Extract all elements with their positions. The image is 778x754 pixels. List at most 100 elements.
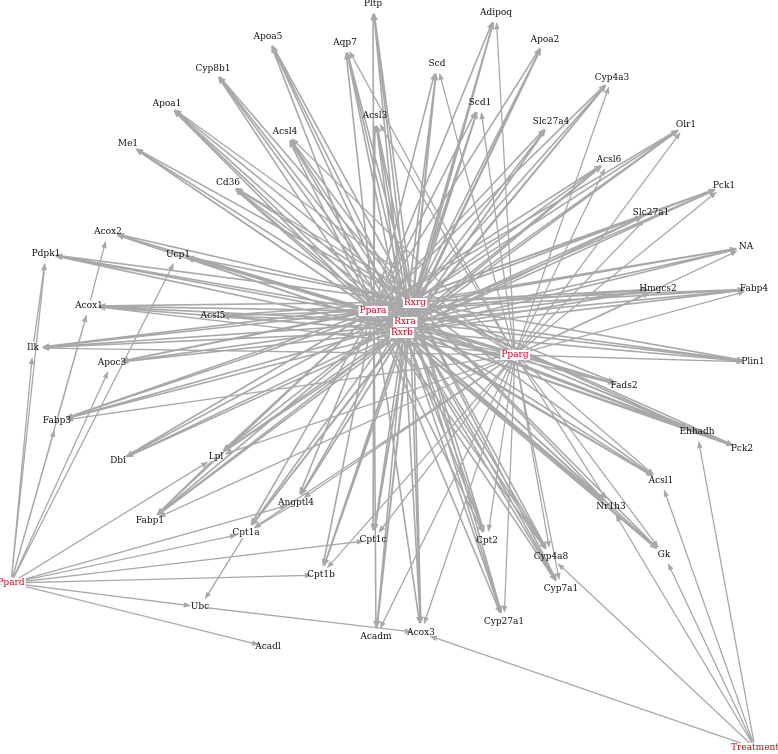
edge-rxrg-fabp3 [65, 303, 408, 419]
node-scd: Scd [429, 59, 446, 69]
edge-rxrb-na [409, 248, 737, 331]
edge-pparg-plin1 [520, 354, 744, 365]
edge-rxrg-apoa1 [174, 109, 409, 299]
node-label: Dbi [110, 456, 126, 466]
edge-pparg-acsl3 [379, 123, 513, 351]
node-nr1h3: Nr1h3 [596, 502, 626, 512]
edge-rxra-acsl1 [414, 324, 654, 477]
node-ubc: Ubc [191, 602, 209, 612]
edge-ppard-lpl [15, 461, 209, 581]
node-acadm: Acadm [359, 632, 392, 642]
edge-ilk-pdpk1 [33, 263, 47, 343]
node-label: Apoa2 [530, 35, 560, 45]
edge-rxrb-apoa5 [271, 45, 403, 326]
edge-rxrg-acsl4 [290, 139, 411, 298]
edge-rxra-cd36 [235, 188, 406, 320]
edge-ppara-aqp7 [343, 52, 375, 306]
edge-rxrb-acsl5 [222, 314, 399, 332]
node-pck1: Pck1 [713, 181, 735, 191]
node-label: Cyp27a1 [484, 617, 524, 627]
node-cyp7a1: Cyp7a1 [544, 584, 579, 594]
edge-treatment-cyp4a8 [557, 563, 752, 745]
node-label: Cpt2 [476, 536, 498, 546]
edge-ppara-scd [374, 73, 436, 306]
node-apoa2: Apoa2 [530, 35, 560, 45]
node-fabp3: Fabp3 [43, 416, 72, 426]
node-label: Cyp4a3 [595, 73, 630, 83]
node-rxra: Rxra [393, 317, 418, 327]
edge-rxrg-ucp1 [187, 255, 408, 302]
edge-rxrb-cyp8b1 [218, 76, 402, 327]
edge-pparg-acadm [379, 360, 513, 629]
edge-rxrb-adipoq [404, 21, 495, 326]
node-pck2: Pck2 [731, 444, 753, 454]
node-label: Pparg [501, 350, 528, 360]
node-acsl4: Acsl4 [272, 127, 298, 137]
node-adipoq: Adipoq [479, 8, 512, 18]
node-cpt1a: Cpt1a [232, 528, 260, 538]
node-aqp7: Aqp7 [332, 38, 357, 48]
edge-rxrb-hmgcs2 [409, 288, 649, 331]
edge-rxrb-plin1 [409, 330, 744, 364]
edge-rxrb-angptl4 [300, 335, 402, 496]
edge-pparg-nr1h3 [517, 359, 607, 500]
edge-ppara-cyp27a1 [375, 316, 501, 614]
edge-pparg-acox3 [423, 360, 514, 625]
edge-rxrb-fabp1 [157, 333, 400, 516]
node-cpt2: Cpt2 [476, 536, 498, 546]
node-label-bg [730, 743, 778, 753]
node-label: Ilk [27, 343, 39, 353]
edge-rxrb-pltp [371, 13, 405, 326]
edge-pparg-cyp4a3 [516, 86, 610, 350]
node-label: Cyp8b1 [196, 64, 231, 74]
node-label: Hmgcs2 [639, 284, 677, 294]
node-pparg: Pparg [500, 350, 530, 360]
node-acsl5: Acsl5 [200, 311, 226, 321]
node-label: Olr1 [676, 120, 696, 130]
edge-ppara-acsl5 [222, 310, 369, 319]
edge-rxrb-cpt1c [372, 336, 404, 531]
edge-rxrg-plin1 [418, 302, 744, 362]
edge-pparg-fabp4 [520, 290, 746, 355]
node-cyp4a3: Cyp4a3 [595, 73, 630, 83]
node-label-bg [500, 350, 530, 360]
node-label: Angptl4 [277, 498, 314, 508]
edge-rxrb-acsl3 [374, 125, 404, 326]
edge-rxra-cyp4a8 [412, 326, 547, 550]
node-label: Nr1h3 [596, 502, 626, 512]
edge-rxrg-na [418, 246, 737, 302]
node-label: Treatment [731, 743, 778, 753]
edge-rxrg-slc27a4 [416, 129, 546, 298]
node-label: Fabp3 [43, 416, 72, 426]
node-dbi: Dbi [110, 456, 126, 466]
node-ilk: Ilk [27, 343, 39, 353]
node-cyp4a8: Cyp4a8 [534, 552, 569, 562]
node-plin1: Plin1 [741, 357, 764, 367]
edge-rxrb-aqp7 [345, 52, 404, 326]
node-scd1: Scd1 [469, 98, 492, 108]
node-label: Plin1 [741, 357, 764, 367]
edge-rxrb-me1 [135, 148, 400, 329]
node-fabp4: Fabp4 [740, 284, 769, 294]
edge-pparg-cyp4a8 [515, 360, 551, 548]
edge-ppara-acsl4 [288, 140, 373, 306]
edge-rxrb-lpl [223, 333, 400, 453]
node-label: Cd36 [216, 178, 240, 188]
node-label: Acsl5 [200, 311, 226, 321]
node-treatment: Treatment [730, 743, 778, 753]
edge-pparg-acox1 [98, 305, 510, 355]
node-label: Fads2 [610, 381, 637, 391]
node-label: Acsl3 [362, 111, 388, 121]
node-label: Ehhadh [679, 427, 714, 437]
edge-rxrg-cyp4a3 [416, 84, 606, 299]
edge-rxrb-cd36 [235, 188, 400, 328]
node-label: Cpt1a [232, 528, 260, 538]
node-label: Acadl [254, 642, 281, 652]
edge-rxrg-apoa2 [414, 48, 542, 297]
edge-fabp3-acox1 [57, 314, 88, 416]
edge-pparg-fads2 [520, 355, 616, 385]
edge-rxrb-cpt1a [251, 335, 401, 526]
node-label: Pck2 [731, 444, 753, 454]
node-label: Rxrb [391, 328, 413, 338]
node-ppard: Ppard [0, 578, 26, 588]
